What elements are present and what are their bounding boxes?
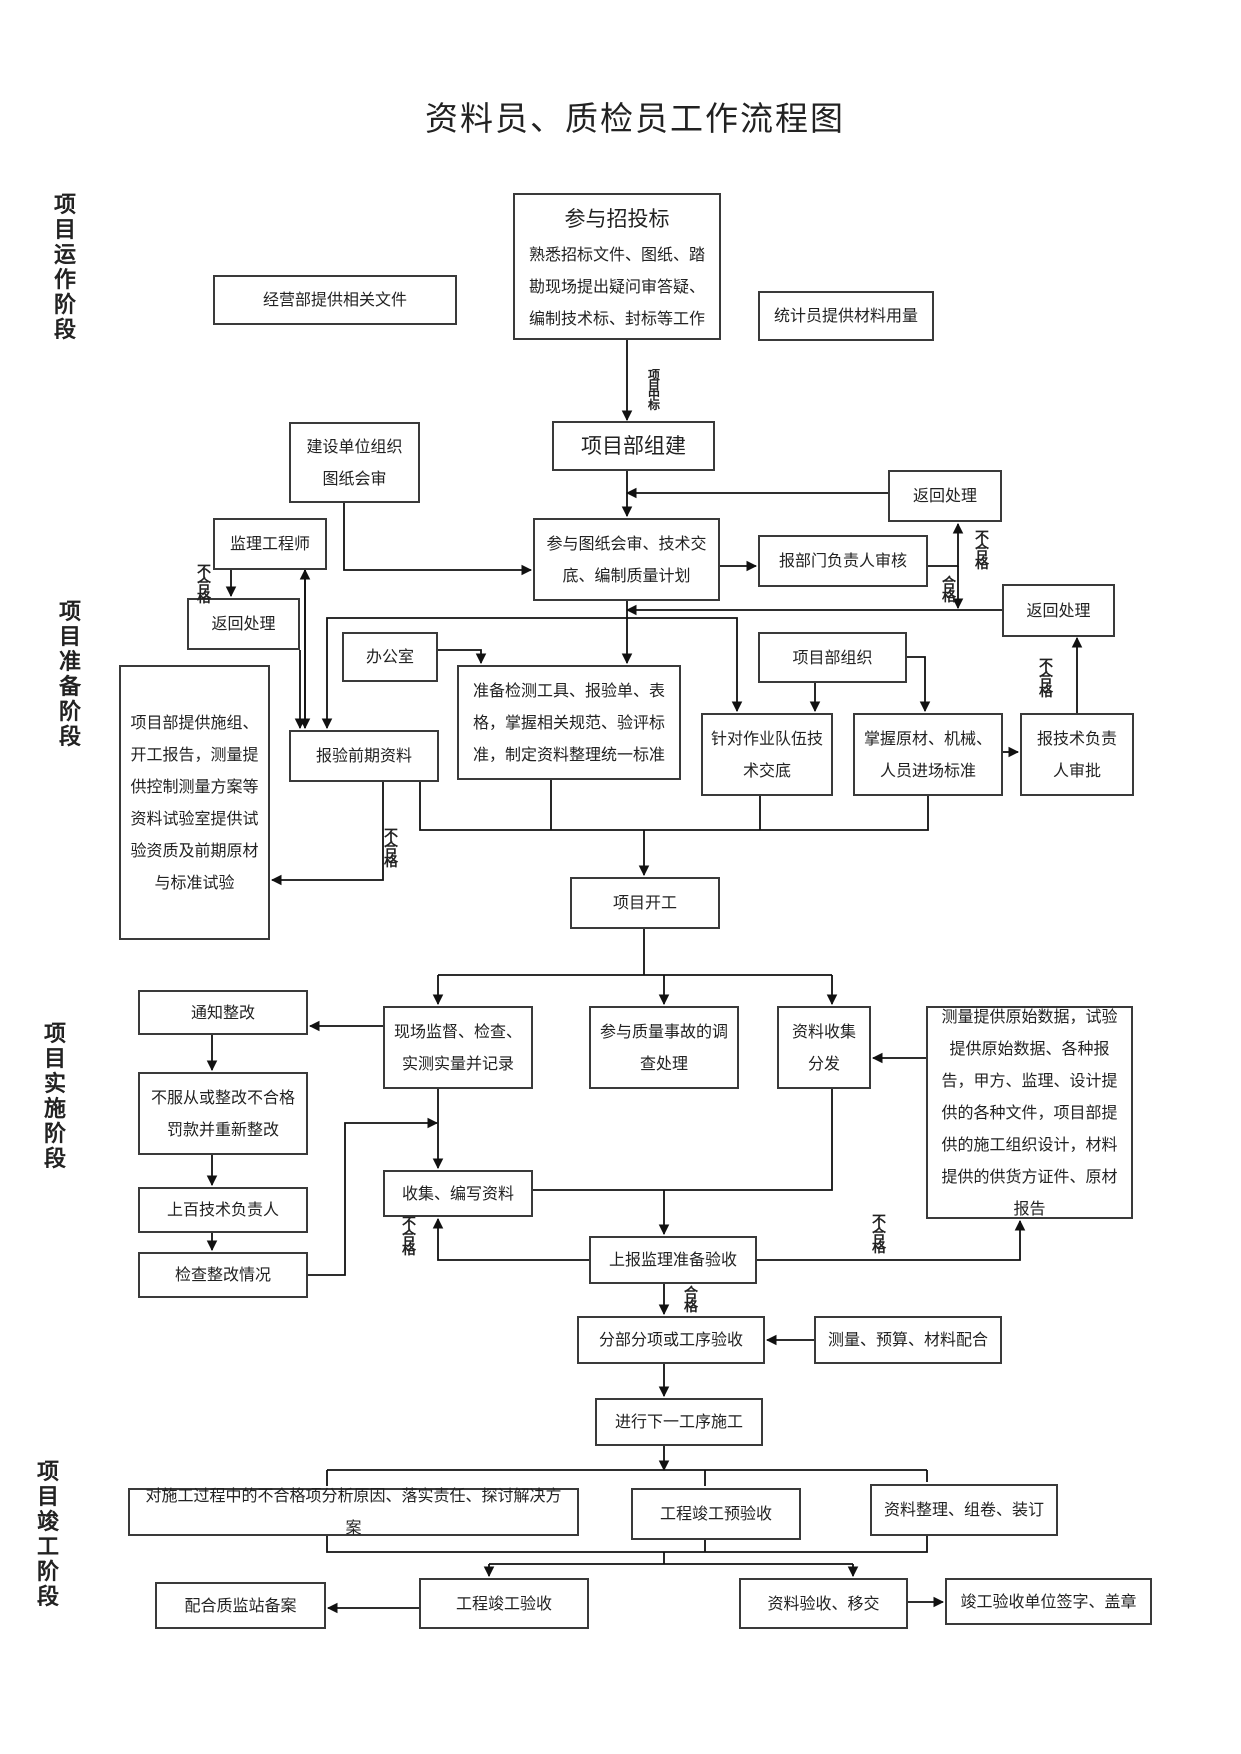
box-business-dept-files: 经营部提供相关文件 <box>213 275 457 325</box>
flow-arrow <box>343 503 533 576</box>
flow-arrow <box>627 617 743 713</box>
flow-arrow <box>928 522 964 567</box>
box-project-start: 项目开工 <box>570 877 720 929</box>
box-quality-accident-investigation: 参与质量事故的调查处理 <box>589 1006 739 1089</box>
flow-arrow <box>321 617 627 730</box>
flow-connector <box>419 782 929 831</box>
flow-arrow <box>270 782 384 886</box>
stage-label-preparation: 项目准备阶段 <box>58 600 81 750</box>
label-unqualified-collect: 不合格 <box>402 1216 416 1258</box>
box-next-process: 进行下一工序施工 <box>595 1398 763 1446</box>
box-source-data-provided: 测量提供原始数据，试验提供原始数据、各种报告，甲方、监理、设计提供的各种文件，项… <box>926 1006 1133 1219</box>
flow-connector <box>326 1536 928 1553</box>
box-rectification-notice: 通知整改 <box>138 990 308 1035</box>
box-document-collect-distribute: 资料收集分发 <box>777 1006 871 1089</box>
box-project-dept-provide-docs: 项目部提供施组、开工报告，测量提供控制测量方案等资料试验室提供试验资质及前期原材… <box>119 665 270 940</box>
label-qualified-acceptance: 合格 <box>684 1286 698 1315</box>
page-title: 资料员、质检员工作流程图 <box>425 99 845 138</box>
label-unqualified-tech-approval: 不合格 <box>1039 658 1053 700</box>
flow-connector <box>533 1089 833 1191</box>
box-submit-supervision-acceptance: 上报监理准备验收 <box>589 1236 757 1284</box>
box-return-handling-3: 返回处理 <box>1002 584 1115 637</box>
box-pre-completion-acceptance: 工程竣工预验收 <box>631 1488 801 1540</box>
box-project-dept-setup: 项目部组建 <box>552 421 715 471</box>
box-quality-supervision-filing: 配合质监站备案 <box>155 1582 326 1629</box>
label-qualified-dept-review: 合格 <box>942 576 956 605</box>
box-submit-preliminary-docs: 报验前期资料 <box>289 730 439 782</box>
box-office: 办公室 <box>342 632 438 682</box>
box-supervising-engineer: 监理工程师 <box>213 518 327 570</box>
box-collect-write-documents: 收集、编写资料 <box>383 1170 533 1217</box>
label-unqualified-supervisor: 不合格 <box>197 564 211 606</box>
box-tech-head-approval: 报技术负责人审批 <box>1020 713 1134 796</box>
stage-label-completion: 项目竣工阶段 <box>36 1460 59 1610</box>
label-unqualified-preliminary: 不合格 <box>384 828 398 870</box>
box-document-organize-bind: 资料整理、组卷、装订 <box>870 1484 1058 1536</box>
box-prepare-tools-standards: 准备检测工具、报验单、表格，掌握相关规范、验评标准，制定资料整理统一标准 <box>457 665 681 780</box>
box-statistician-materials: 统计员提供材料用量 <box>758 291 934 341</box>
box-bidding-heading: 参与招投标 <box>564 206 670 231</box>
box-return-handling-2: 返回处理 <box>187 598 300 650</box>
box-material-entry-standards: 掌握原材、机械、人员进场标准 <box>853 713 1003 796</box>
box-check-rectification: 检查整改情况 <box>138 1252 308 1298</box>
label-unqualified-source: 不合格 <box>872 1214 886 1256</box>
box-subitem-acceptance: 分部分项或工序验收 <box>577 1316 765 1364</box>
stage-label-implementation: 项目实施阶段 <box>43 1022 66 1172</box>
box-survey-budget-material-cooperation: 测量、预算、材料配合 <box>814 1316 1002 1364</box>
box-nonconformity-analysis: 对施工过程中的不合格项分析原因、落实责任、探讨解决方案 <box>128 1486 579 1537</box>
box-bidding: 参与招投标 熟悉招标文件、图纸、踏勘现场提出疑问审答疑、编制技术标、封标等工作 <box>513 193 721 340</box>
box-bidding-body: 熟悉招标文件、图纸、踏勘现场提出疑问审答疑、编制技术标、封标等工作 <box>528 244 705 328</box>
box-project-dept-organize: 项目部组织 <box>758 632 907 683</box>
box-dept-head-review: 报部门负责人审核 <box>758 535 928 587</box>
box-owner-drawing-review: 建设单位组织图纸会审 <box>289 422 420 503</box>
box-noncompliance-penalty: 不服从或整改不合格罚款并重新整改 <box>138 1072 308 1155</box>
box-report-tech-head: 上百技术负责人 <box>138 1187 308 1233</box>
box-site-inspection-record: 现场监督、检查、实测实量并记录 <box>383 1006 533 1089</box>
box-team-technical-briefing: 针对作业队伍技术交底 <box>701 713 833 796</box>
flow-arrow <box>757 1219 1026 1261</box>
label-unqualified-dept-review: 不合格 <box>975 530 989 572</box>
box-drawing-review-plan: 参与图纸会审、技术交底、编制质量计划 <box>533 518 720 601</box>
stage-label-operation: 项目运作阶段 <box>53 193 76 343</box>
box-return-handling-1: 返回处理 <box>888 470 1002 522</box>
box-document-acceptance-handover: 资料验收、移交 <box>739 1578 908 1629</box>
box-completion-acceptance: 工程竣工验收 <box>419 1578 589 1629</box>
flow-arrow <box>308 1117 439 1276</box>
box-acceptance-signature-seal: 竣工验收单位签字、盖章 <box>945 1578 1152 1625</box>
label-bid-won: 项目中标 <box>647 368 660 412</box>
flow-arrow <box>432 1217 589 1261</box>
flow-arrow <box>438 649 487 665</box>
flow-arrow <box>907 656 931 713</box>
